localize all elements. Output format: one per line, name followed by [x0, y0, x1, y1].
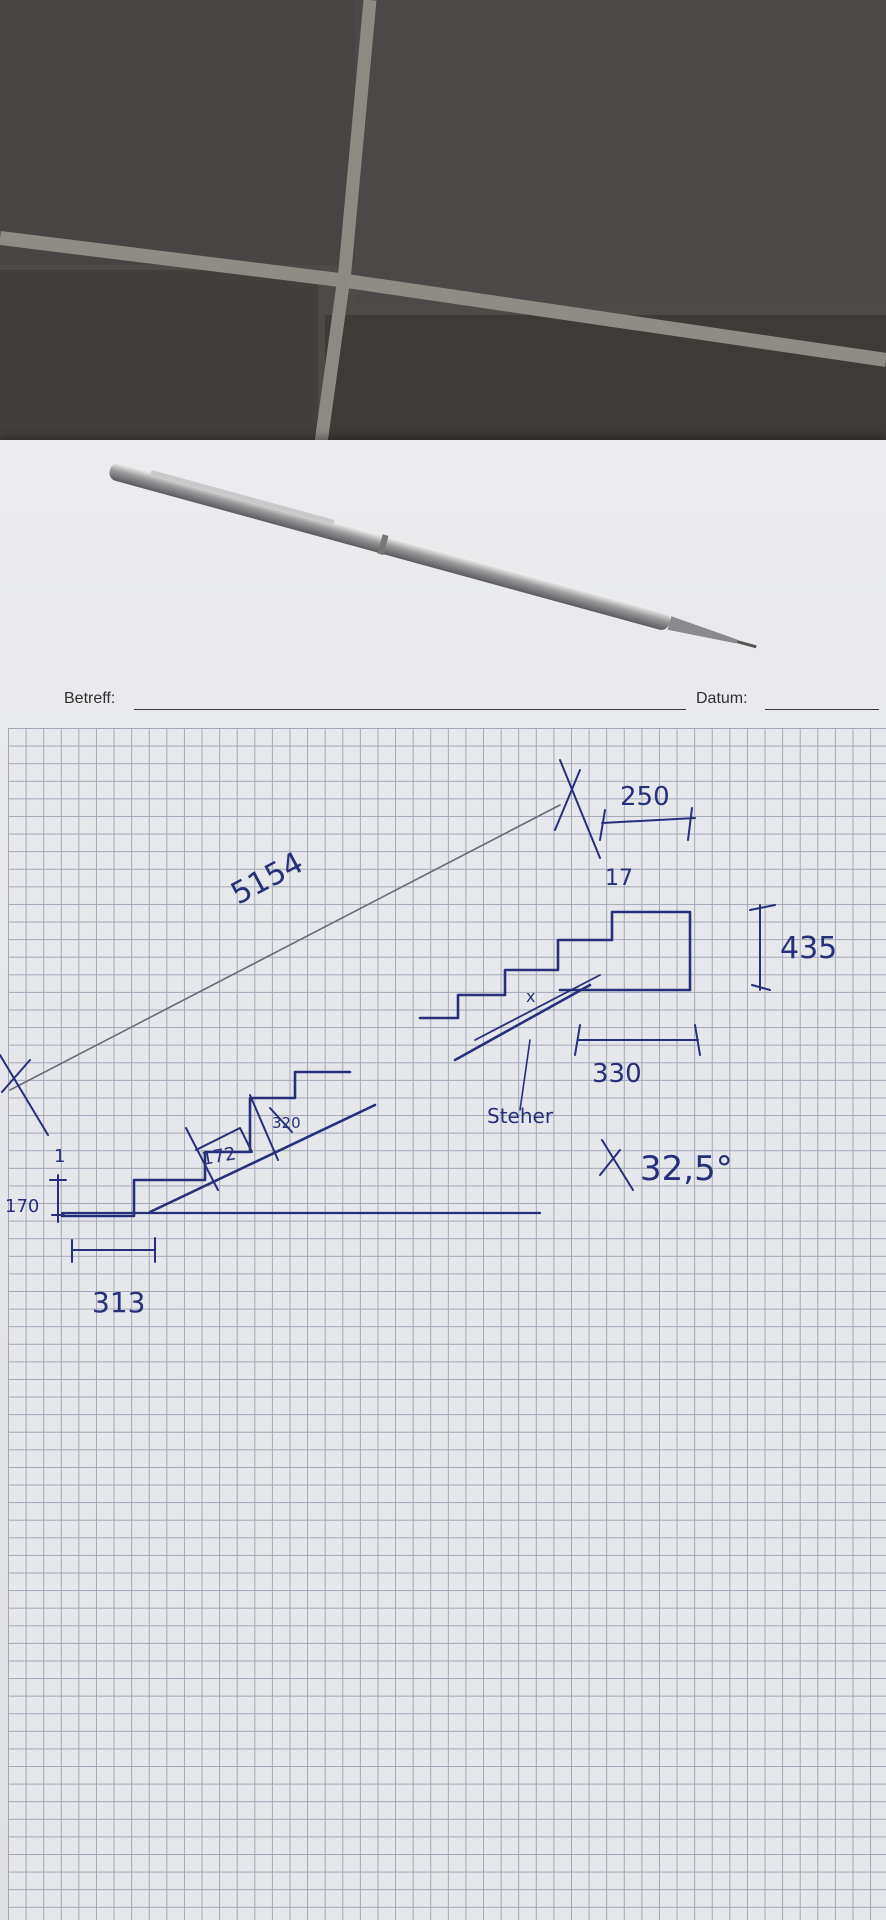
diagonal-start-cross: [0, 1054, 49, 1136]
date-label: Datum:: [696, 690, 748, 707]
steher-pointer: [519, 1039, 531, 1111]
steher-label: Steher: [487, 1104, 554, 1128]
going-dimension: [71, 1237, 156, 1263]
right-stair-stringer-inner: [474, 974, 601, 1041]
floor-tiles: [0, 0, 886, 450]
diagonal-length-label: 5154: [225, 845, 309, 912]
tick-one-label: 1: [54, 1146, 65, 1167]
tile-top-right: [355, 0, 886, 305]
right-stair-stringer: [453, 983, 592, 1062]
tile-bottom-left: [0, 270, 318, 450]
left-stair-steps: [60, 1070, 352, 1218]
form-header: Betreff: Datum:: [0, 690, 886, 720]
step-height-label: 435: [780, 931, 837, 966]
angle-label: 32,5°: [640, 1149, 733, 1189]
diagonal-end-cross: [554, 759, 601, 859]
angle-symbol: [599, 1139, 634, 1191]
riser-small-label: 172: [200, 1143, 237, 1170]
tile-bottom-right: [325, 315, 886, 450]
top-width-label: 250: [620, 782, 670, 812]
riser-small-mark: [185, 1127, 253, 1191]
left-stair-stringer: [148, 1103, 377, 1214]
base-width-dimension: [574, 1024, 701, 1056]
tread-small-label: 320: [272, 1114, 301, 1132]
tile-top-left: [0, 0, 355, 265]
top-width-dimension: [599, 807, 696, 841]
going-label: 313: [92, 1286, 145, 1319]
subject-label: Betreff:: [64, 690, 116, 707]
tread-small-mark: [249, 1094, 293, 1161]
subject-line: [134, 709, 686, 710]
base-width-label: 330: [592, 1059, 642, 1089]
date-line: [765, 709, 879, 710]
cross-mark-label: x: [526, 987, 535, 1006]
thickness-label: 17: [605, 866, 633, 891]
graph-paper-grid: [8, 728, 886, 1920]
right-stair-steps: [418, 910, 692, 1020]
height-dimension: [749, 904, 776, 991]
riser-dimension: [49, 1174, 67, 1223]
riser-left-label: 170: [5, 1196, 39, 1217]
diagonal-pencil-line: [9, 804, 561, 1091]
